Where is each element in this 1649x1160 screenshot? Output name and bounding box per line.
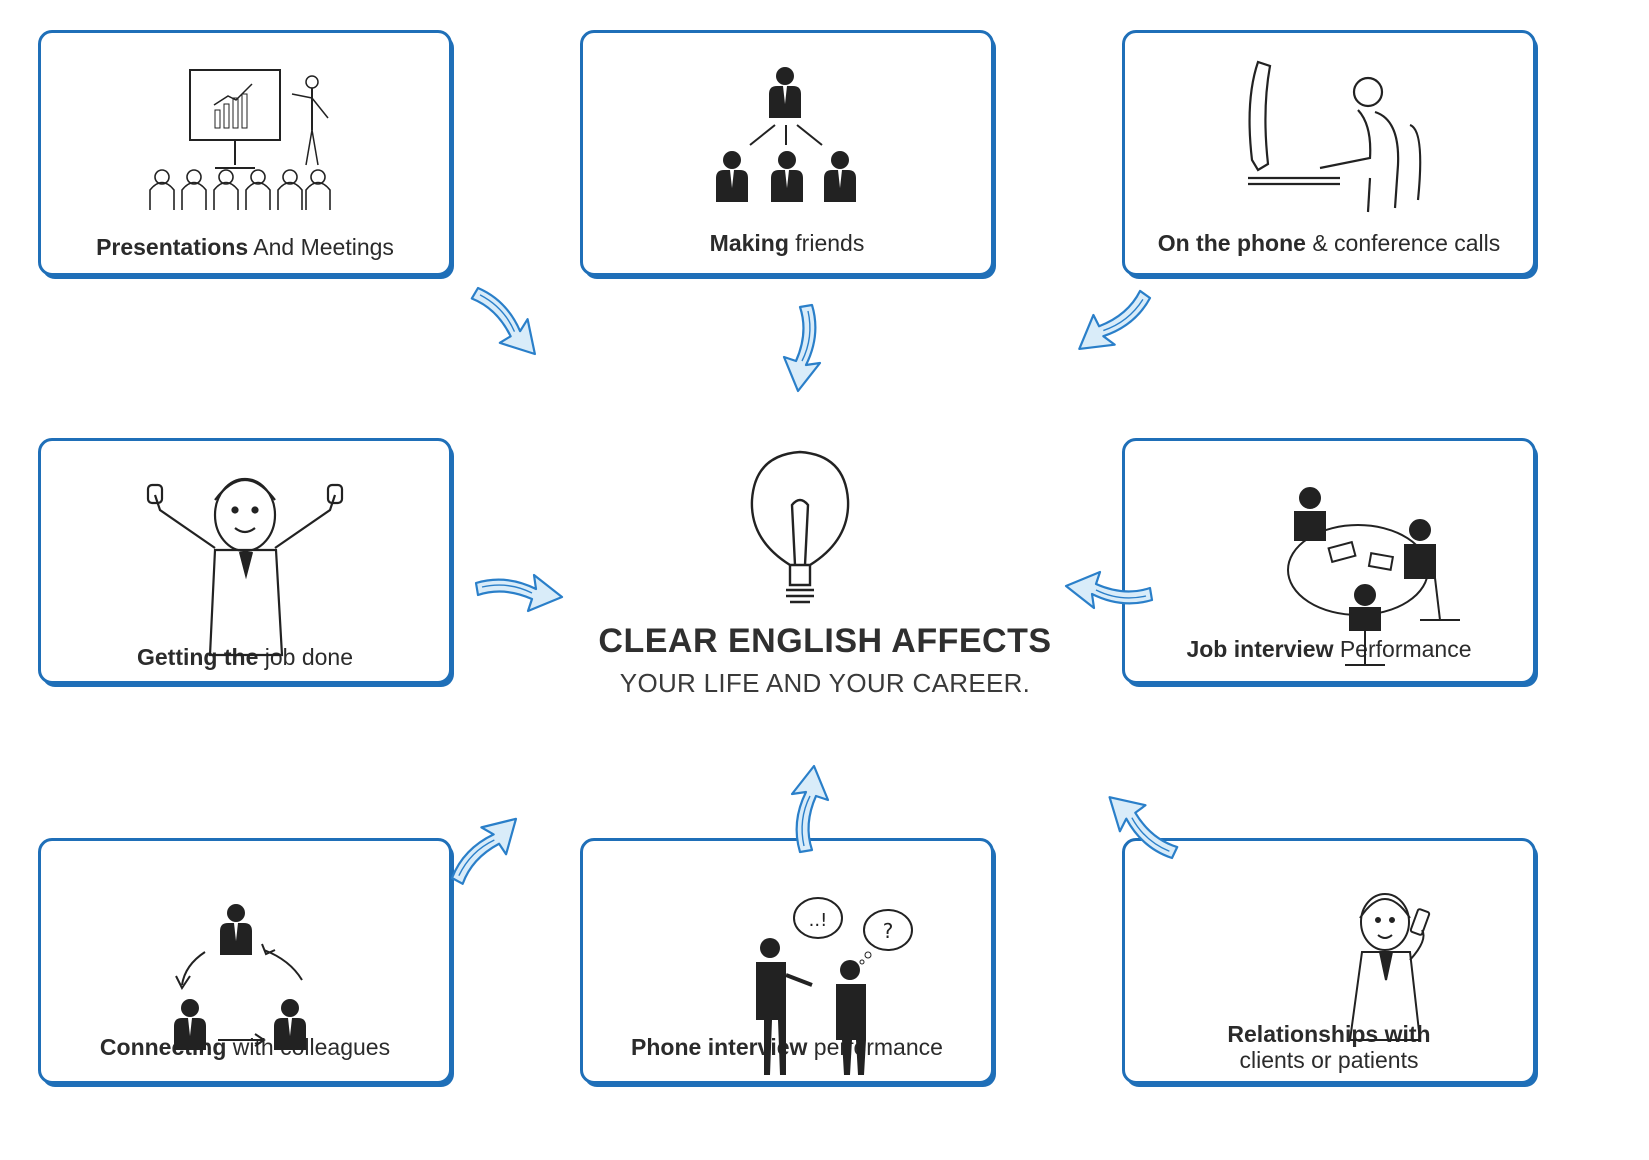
card-caption: Job interview Performance	[1186, 636, 1472, 662]
card-getting-job-done: Getting the job done	[38, 438, 452, 684]
center-title: CLEAR ENGLISH AFFECTS	[598, 622, 1052, 660]
center-subtitle: YOUR LIFE AND YOUR CAREER.	[619, 668, 1031, 698]
card-presentations: Presentations And Meetings	[38, 30, 452, 276]
card-on-the-phone: On the phone & conference calls	[1122, 30, 1536, 276]
arrow-from-presentations	[458, 280, 551, 366]
arrow-from-on-the-phone	[1068, 277, 1157, 366]
arrow-from-getting-job-done	[474, 573, 564, 613]
card-caption: Connecting with colleagues	[99, 1034, 391, 1060]
card-caption: Presentations And Meetings	[96, 234, 394, 260]
card-caption: On the phone & conference calls	[1157, 230, 1501, 256]
card-phone-interview: Phone interview performance	[580, 838, 994, 1084]
card-job-interview: Job interview Performance	[1122, 438, 1536, 684]
arrow-from-making-friends	[782, 303, 822, 393]
card-caption: Making friends	[709, 230, 865, 256]
card-caption: Getting the job done	[136, 644, 354, 670]
card-caption: Phone interview performance	[631, 1034, 943, 1060]
card-connecting-colleagues: Connecting with colleagues	[38, 838, 452, 1084]
card-making-friends: Making friends	[580, 30, 994, 276]
arrow-from-connecting-colleagues	[444, 804, 529, 897]
lightbulb-icon	[750, 450, 850, 604]
